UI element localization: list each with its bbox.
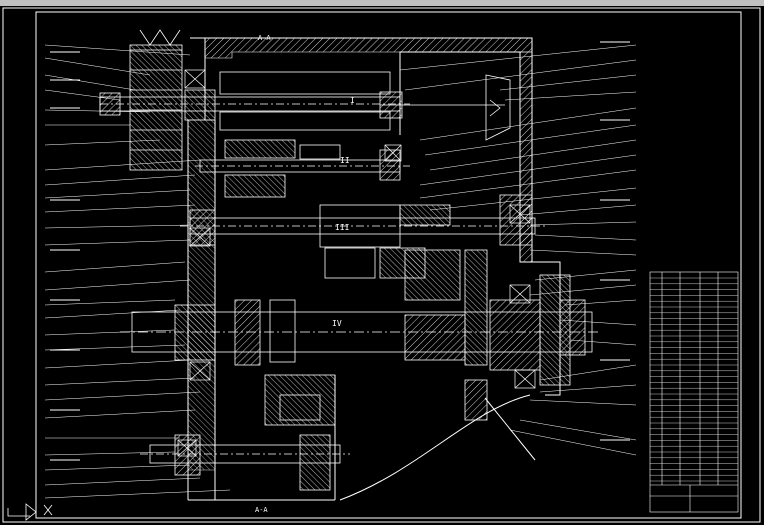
housing (187, 37, 561, 501)
parts-list-rows (650, 277, 738, 482)
shift-lever (380, 74, 511, 141)
inner-frame (35, 11, 742, 519)
leader-label-marks (50, 41, 630, 461)
parts-list-table (649, 271, 739, 513)
leader-lines-left (44, 44, 231, 499)
section-marker-top: A-A (258, 34, 271, 42)
shaft-iv (120, 249, 600, 421)
lower-shaft (140, 374, 350, 491)
shaft-ii (195, 139, 410, 198)
v-belt-pulley (129, 29, 183, 171)
shaft-label-iv: IV (332, 319, 342, 328)
bearings (177, 69, 536, 457)
housing-top-hatch (204, 37, 533, 59)
section-marker-bottom: A-A (255, 506, 268, 514)
outer-frame (2, 7, 761, 523)
window-top-bar (0, 0, 764, 6)
housing-left-hatch (187, 119, 216, 471)
leader-lines-right (399, 44, 637, 456)
shaft-label-iii: III (335, 223, 350, 232)
shaft-label-i: I (350, 96, 355, 105)
ucs-axis-icon (7, 503, 53, 521)
shaft-label-ii: II (340, 156, 350, 165)
shaft-iii (180, 194, 545, 279)
